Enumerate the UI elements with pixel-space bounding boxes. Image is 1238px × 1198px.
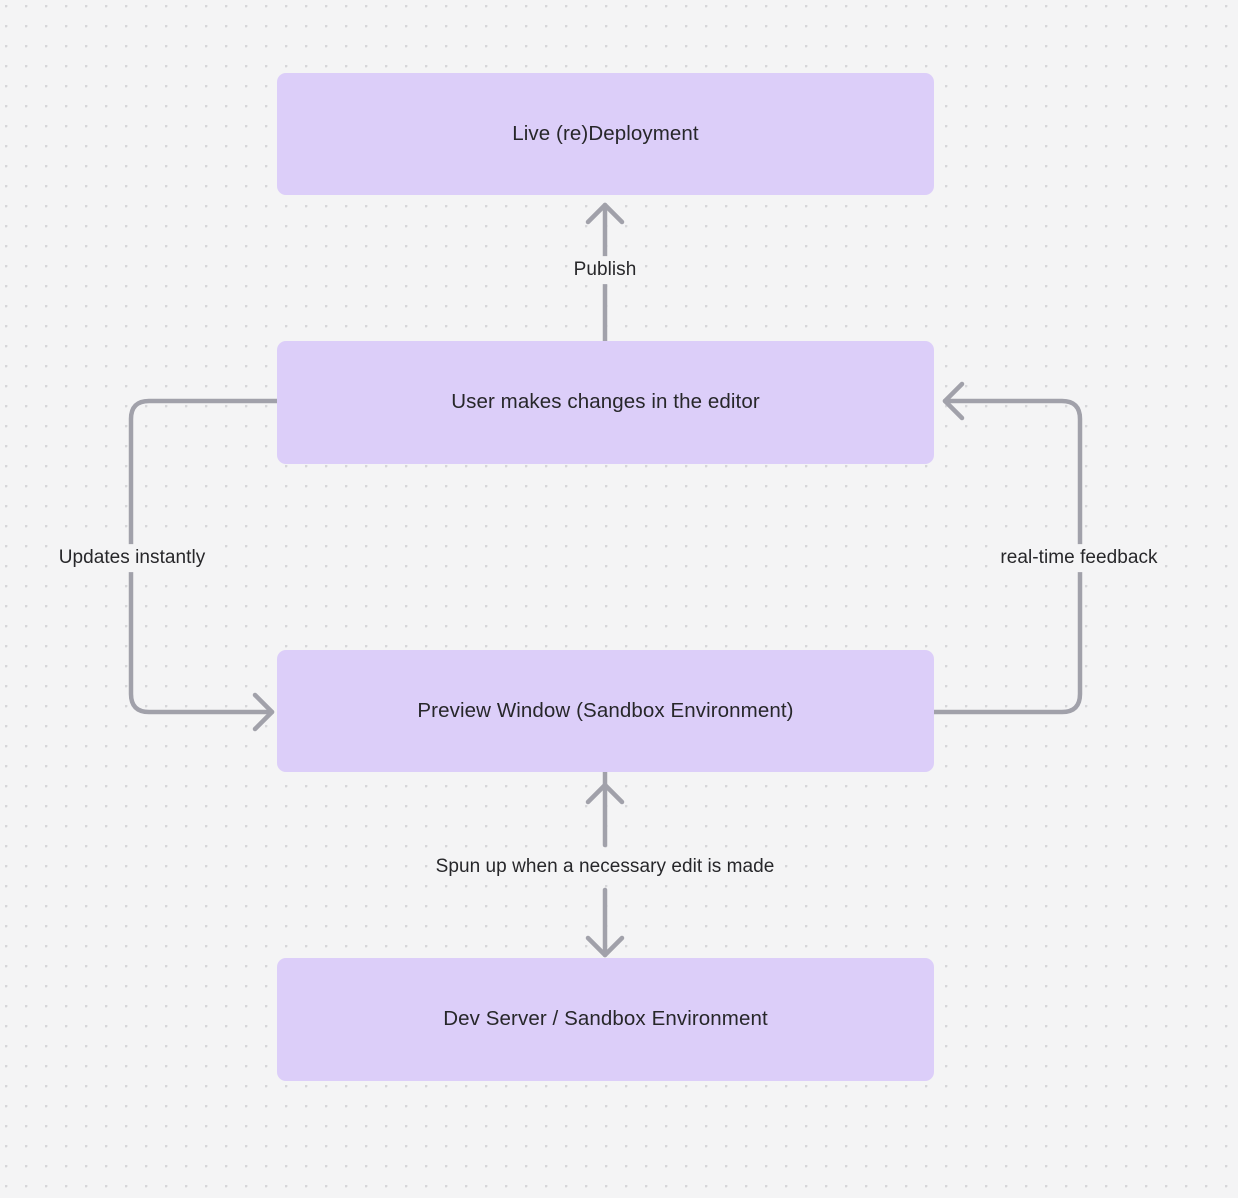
edge-label-updates-instantly: Updates instantly [53,544,211,572]
node-preview-window-label: Preview Window (Sandbox Environment) [417,698,794,722]
node-live-deployment-label: Live (re)Deployment [512,121,699,145]
node-dev-server-label: Dev Server / Sandbox Environment [443,1007,768,1031]
node-preview-window[interactable]: Preview Window (Sandbox Environment) [277,650,934,772]
node-user-makes-changes[interactable]: User makes changes in the editor [277,341,934,464]
node-dev-server[interactable]: Dev Server / Sandbox Environment [277,958,934,1081]
edge-label-real-time-feedback: real-time feedback [995,544,1163,572]
node-user-makes-changes-label: User makes changes in the editor [451,390,760,414]
edge-label-publish: Publish [568,256,642,284]
node-live-deployment[interactable]: Live (re)Deployment [277,73,934,195]
edge-label-spun-up: Spun up when a necessary edit is made [430,853,780,881]
